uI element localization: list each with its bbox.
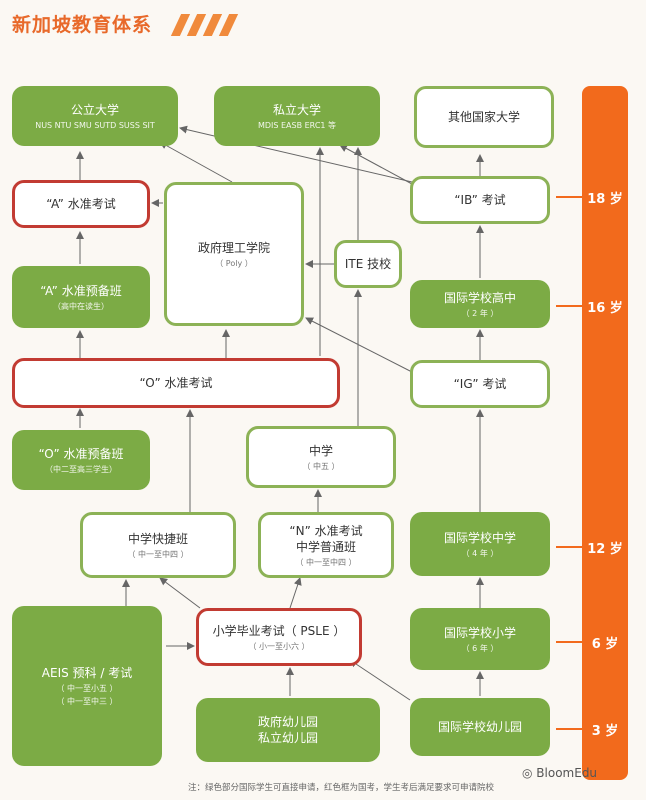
box-private-university: 私立大学 MDIS EASB ERC1 等 xyxy=(214,86,380,146)
box-other-country-university: 其他国家大学 xyxy=(414,86,554,148)
box-intl-middle-school: 国际学校中学 （ 4 年 ） xyxy=(410,512,550,576)
age-label-18: 18 岁 xyxy=(587,192,623,207)
box-label: ITE 技校 xyxy=(344,257,392,271)
box-sublabel: （ 4 年 ） xyxy=(461,548,499,558)
box-o-level-prep: “O” 水准预备班 （中二至高三学生） xyxy=(12,430,150,490)
brand-watermark: ◎ BloomEdu xyxy=(522,766,597,780)
footnote: 注：绿色部分国际学生可直接申请，红色框为国考，学生考后满足要求可申请院校 xyxy=(188,783,495,793)
box-label: 政府理工学院 xyxy=(197,240,270,255)
wechat-icon: ◎ xyxy=(522,766,537,780)
box-sublabel: （ 2 年 ） xyxy=(461,308,499,318)
box-label: 中学快捷班 xyxy=(127,531,188,546)
box-label: “O” 水准预备班 xyxy=(38,446,124,461)
box-ig-exam: “IG” 考试 xyxy=(410,360,550,408)
box-aeis: AEIS 预科 / 考试 （ 中一至小五 ） （ 中一至中三 ） xyxy=(12,606,162,766)
page-title: 新加坡教育体系 xyxy=(12,14,153,36)
box-label: 国际学校幼儿园 xyxy=(437,720,522,734)
box-label: “IG” 考试 xyxy=(453,377,507,391)
box-label-2: 中学普通班 xyxy=(295,539,356,554)
box-label: “O” 水准考试 xyxy=(139,376,213,390)
age-tick xyxy=(556,546,582,548)
brand-label: BloomEdu xyxy=(536,766,598,780)
box-ib-exam: “IB” 考试 xyxy=(410,176,550,224)
box-sublabel: （高中在读生） xyxy=(53,301,109,311)
box-label: “A” 水准考试 xyxy=(46,197,116,211)
box-sublabel: （ 中一至中四 ） xyxy=(295,557,357,567)
box-label: 其他国家大学 xyxy=(447,110,520,124)
box-secondary-express: 中学快捷班 （ 中一至中四 ） xyxy=(80,512,236,578)
age-label-3: 3 岁 xyxy=(591,724,619,739)
box-sublabel: （ 中一至中四 ） xyxy=(127,549,189,559)
box-intl-kindergarten: 国际学校幼儿园 xyxy=(410,698,550,756)
box-sublabel: NUS NTU SMU SUTD SUSS SIT xyxy=(35,120,155,130)
box-sublabel: （中二至高三学生） xyxy=(45,464,117,474)
box-label: “N” 水准考试 xyxy=(289,523,363,538)
box-sublabel: （ 中五 ） xyxy=(302,461,340,471)
age-tick xyxy=(556,728,582,730)
age-label-16: 16 岁 xyxy=(587,301,623,316)
box-psle: 小学毕业考试（ PSLE ） （ 小一至小六 ） xyxy=(196,608,362,666)
box-label: 中学 xyxy=(308,443,333,458)
box-n-level-normal: “N” 水准考试 中学普通班 （ 中一至中四 ） xyxy=(258,512,394,578)
box-sublabel: （ 中一至小五 ） xyxy=(56,684,118,693)
age-bar xyxy=(582,86,628,780)
box-intl-high-school: 国际学校高中 （ 2 年 ） xyxy=(410,280,550,328)
arrow-psle-express xyxy=(159,577,201,609)
age-label-12: 12 岁 xyxy=(587,542,623,557)
arrow-psle-n xyxy=(289,577,302,609)
box-sublabel: （ 小一至小六 ） xyxy=(248,641,310,651)
box-sublabel-2: （ 中一至中三 ） xyxy=(56,697,118,706)
box-label: 小学毕业考试（ PSLE ） xyxy=(212,623,346,638)
box-label: AEIS 预科 / 考试 xyxy=(41,666,133,680)
arrow-ib-private xyxy=(339,144,413,185)
arrow-ig-poly xyxy=(305,317,413,373)
box-a-level-exam: “A” 水准考试 xyxy=(12,180,150,228)
box-ite: ITE 技校 xyxy=(334,240,402,288)
age-label-6: 6 岁 xyxy=(591,637,619,652)
box-label: 政府幼儿园 xyxy=(257,715,318,729)
age-tick xyxy=(556,641,582,643)
box-label: 私立大学 xyxy=(272,102,321,117)
arrow-poly-public xyxy=(159,141,233,183)
box-label: 国际学校高中 xyxy=(443,290,516,305)
box-label: “A” 水准预备班 xyxy=(40,283,122,298)
box-secondary-five: 中学 （ 中五 ） xyxy=(246,426,396,488)
box-label-2: 私立幼儿园 xyxy=(257,731,318,745)
box-o-level-exam: “O” 水准考试 xyxy=(12,358,340,408)
box-label: 公立大学 xyxy=(70,102,119,117)
age-tick xyxy=(556,196,582,198)
box-label: 国际学校小学 xyxy=(443,625,516,640)
box-label: “IB” 考试 xyxy=(454,193,506,207)
box-sublabel: （ Poly ） xyxy=(215,258,253,268)
arrow-intlkg-psle xyxy=(349,659,411,701)
box-sublabel: MDIS EASB ERC1 等 xyxy=(257,120,337,130)
box-sublabel: （ 6 年 ） xyxy=(461,643,499,653)
box-intl-primary-school: 国际学校小学 （ 6 年 ） xyxy=(410,608,550,670)
box-public-university: 公立大学 NUS NTU SMU SUTD SUSS SIT xyxy=(12,86,178,146)
box-a-level-prep: “A” 水准预备班 （高中在读生） xyxy=(12,266,150,328)
box-kindergarten: 政府幼儿园 私立幼儿园 xyxy=(196,698,380,762)
box-polytechnic: 政府理工学院 （ Poly ） xyxy=(164,182,304,326)
age-tick xyxy=(556,305,582,307)
box-label: 国际学校中学 xyxy=(443,530,516,545)
